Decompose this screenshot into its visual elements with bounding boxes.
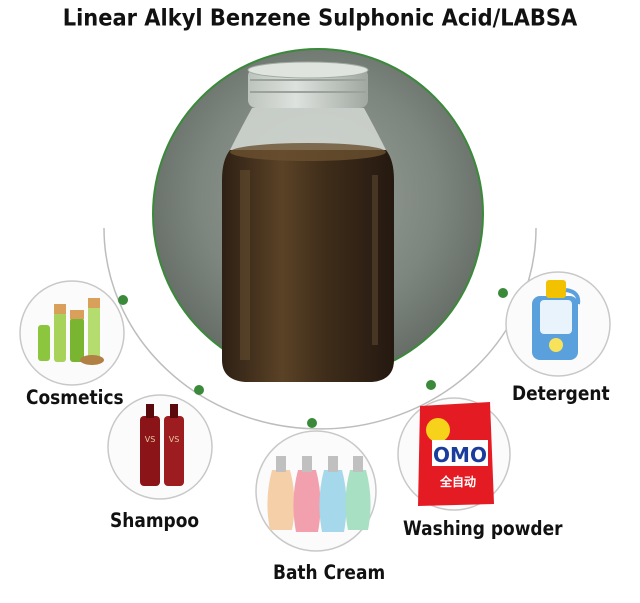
cosmetics-label: Cosmetics — [26, 386, 124, 410]
detergent-label: Detergent — [512, 382, 610, 406]
cosmetics-image — [19, 280, 125, 386]
page-title: Linear Alkyl Benzene Sulphonic Acid/LABS… — [62, 4, 578, 32]
connector-dot — [194, 385, 204, 395]
detergent-image — [505, 271, 611, 377]
omo-brand-text: OMO — [433, 443, 487, 467]
washing-powder-image: OMO 全自动 — [397, 397, 511, 511]
svg-text:VS: VS — [145, 435, 156, 444]
connector-dot — [498, 288, 508, 298]
shampoo-image: VS VS — [107, 394, 213, 500]
shampoo-label: Shampoo — [110, 509, 200, 533]
labsa-bottle-image — [152, 48, 484, 382]
connector-dot — [307, 418, 317, 428]
bath-cream-label: Bath Cream — [273, 561, 386, 585]
omo-sub-text: 全自动 — [439, 474, 476, 489]
washing-powder-label: Washing powder — [403, 517, 563, 541]
connector-dot — [118, 295, 128, 305]
svg-text:VS: VS — [169, 435, 180, 444]
connector-dot — [426, 380, 436, 390]
bath-cream-image — [255, 430, 377, 552]
